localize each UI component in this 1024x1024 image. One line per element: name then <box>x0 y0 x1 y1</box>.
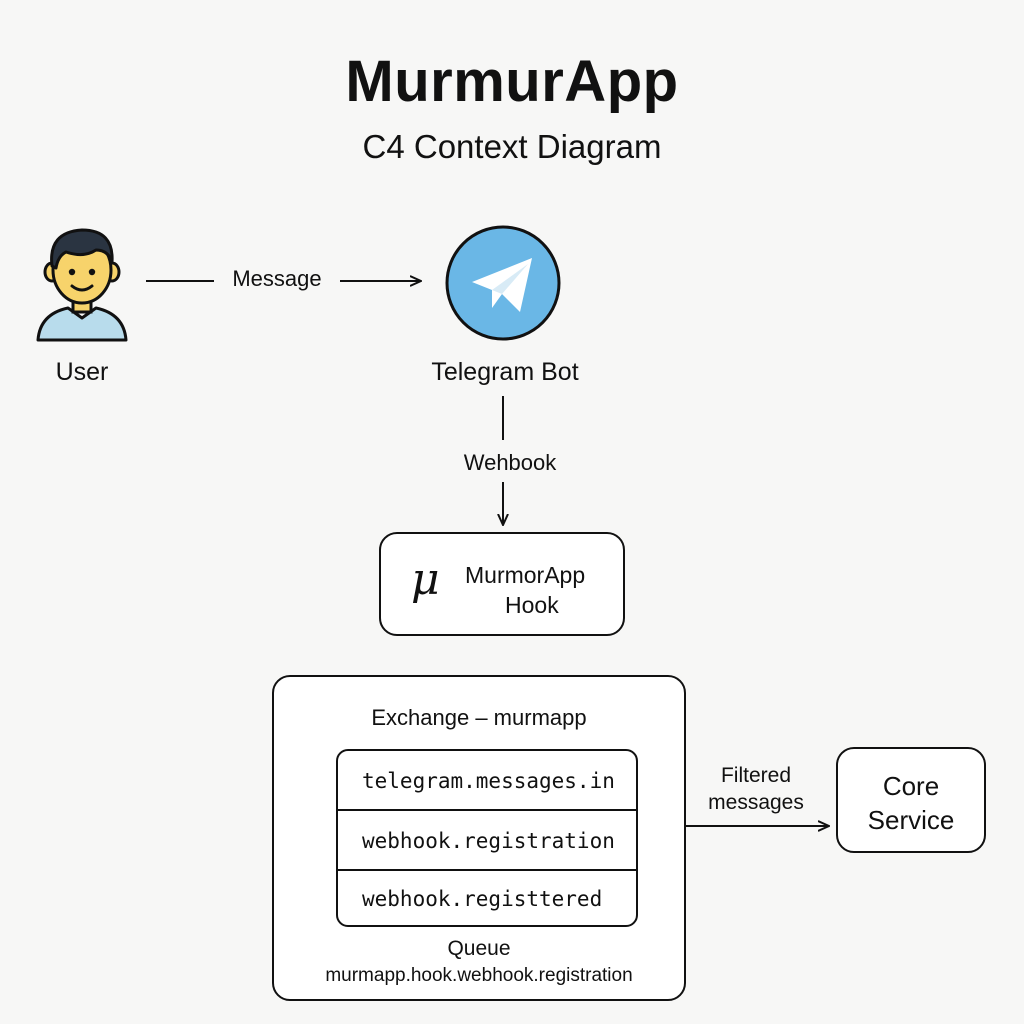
queue-name: murmapp.hook.webhook.registration <box>325 965 633 986</box>
filtered-messages-label: Filtered messages <box>690 762 822 816</box>
core-service-line2: Service <box>867 805 955 835</box>
hook-title-line1: MurmorApp <box>465 562 586 588</box>
exchange-title: Exchange – murmapp <box>371 705 587 730</box>
webhook-edge-label: Wehbook <box>463 450 557 475</box>
row-divider <box>338 809 636 811</box>
routing-key-label: webhook.registration <box>362 829 615 853</box>
routing-key-row[interactable]: webhook.registration <box>338 811 636 871</box>
row-divider <box>338 869 636 871</box>
filtered-line2: messages <box>708 791 804 814</box>
user-actor[interactable] <box>30 222 134 346</box>
user-label: User <box>55 358 109 386</box>
telegram-bot-label: Telegram Bot <box>431 358 579 386</box>
telegram-logo-icon <box>445 225 561 341</box>
telegram-bot-node[interactable] <box>444 224 562 342</box>
message-edge-label: Message <box>232 266 322 291</box>
hook-title-line2: Hook <box>505 592 559 618</box>
diagram-title: MurmurApp <box>345 49 679 114</box>
routing-key-row[interactable]: webhook.registtered <box>338 871 636 925</box>
routing-key-label: webhook.registtered <box>362 887 603 911</box>
filtered-line1: Filtered <box>720 764 792 787</box>
user-avatar-icon <box>36 228 128 342</box>
exchange-container[interactable]: Exchange – murmapp telegram.messages.in … <box>272 675 686 1001</box>
routing-keys-list: telegram.messages.in webhook.registratio… <box>336 749 638 927</box>
diagram-subtitle: C4 Context Diagram <box>362 128 662 165</box>
core-service-box[interactable]: Core Service <box>836 747 986 853</box>
queue-label: Queue <box>447 937 511 960</box>
routing-key-row[interactable]: telegram.messages.in <box>338 751 636 811</box>
core-service-line1: Core <box>882 771 940 801</box>
routing-key-label: telegram.messages.in <box>362 769 615 793</box>
mu-icon: μ <box>411 554 440 605</box>
murmurapp-hook-box[interactable]: μ MurmorApp Hook <box>379 532 625 636</box>
